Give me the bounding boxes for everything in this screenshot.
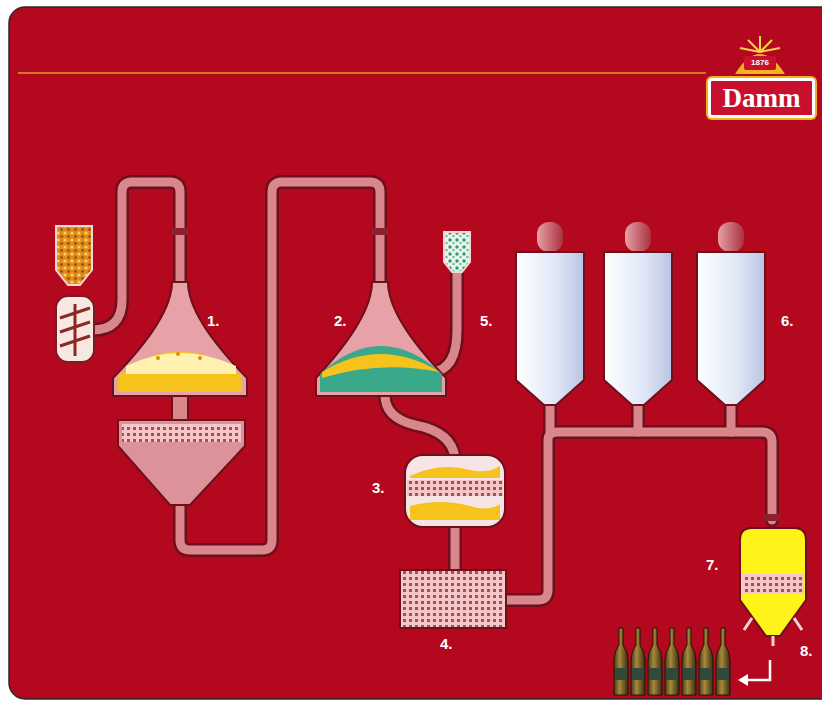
bottle — [682, 628, 696, 695]
beer-bottles — [614, 628, 730, 695]
callout-number: 8. — [800, 643, 813, 658]
callout-number: 7. — [706, 557, 719, 572]
flow-arrow — [746, 660, 770, 680]
bottle — [614, 628, 628, 695]
bottle — [665, 628, 679, 695]
bottle-label — [615, 668, 627, 680]
logo-emblem — [735, 36, 785, 74]
bottle-label — [717, 668, 729, 680]
bottle-label — [666, 668, 678, 680]
fermentation-tanks — [516, 222, 765, 405]
pipes — [92, 182, 780, 600]
bottle — [648, 628, 662, 695]
bottle-label — [683, 668, 695, 680]
filter-unit — [400, 570, 506, 628]
callout-number: 3. — [372, 480, 385, 495]
logo-text: Damm — [723, 85, 801, 112]
brew-kettle — [316, 282, 446, 396]
background-panel — [9, 7, 822, 699]
logo-year: 1876 — [751, 59, 769, 67]
logo-box: Damm — [708, 78, 815, 118]
callout-number: 6. — [781, 313, 794, 328]
whirlpool-cooler — [405, 455, 505, 527]
header-rule — [18, 72, 706, 74]
callout-number: 2. — [334, 313, 347, 328]
callout-number: 5. — [480, 313, 493, 328]
bottle-label — [649, 668, 661, 680]
bottle-label — [632, 668, 644, 680]
mash-tun — [113, 282, 247, 505]
callout-number: 1. — [207, 313, 220, 328]
flow-arrowhead — [738, 674, 748, 686]
bottle-label — [700, 668, 712, 680]
bottle — [631, 628, 645, 695]
callout-number: 4. — [440, 636, 453, 651]
final-filter — [740, 528, 806, 646]
malt-hopper — [56, 226, 94, 362]
bottle — [699, 628, 713, 695]
hops-hopper — [444, 232, 470, 272]
bottle — [716, 628, 730, 695]
